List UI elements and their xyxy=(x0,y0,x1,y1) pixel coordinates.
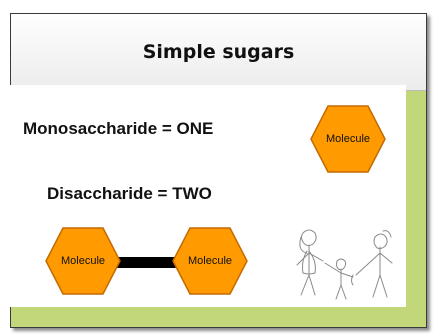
content-area: Monosaccharide = ONE Molecule Disacchari… xyxy=(9,85,406,307)
slide-title: Simple sugars xyxy=(142,41,295,63)
monosaccharide-line: Monosaccharide = ONE xyxy=(23,119,214,138)
hexagon-shape xyxy=(310,105,386,173)
family-drawing xyxy=(296,229,393,300)
right-molecule-hexagon: Molecule xyxy=(172,227,248,295)
molecule-label: Molecule xyxy=(187,255,233,267)
title-bar: Simple sugars xyxy=(11,14,426,91)
molecule-label: Molecule xyxy=(60,255,106,267)
disaccharide-line: Disaccharide = TWO xyxy=(47,184,212,203)
single-molecule-hexagon: Molecule xyxy=(310,105,386,173)
left-molecule-hexagon: Molecule xyxy=(45,227,121,295)
bond-line xyxy=(106,257,188,268)
hexagon-shape xyxy=(172,227,248,295)
molecule-label: Molecule xyxy=(325,133,371,145)
hexagon-shape xyxy=(45,227,121,295)
